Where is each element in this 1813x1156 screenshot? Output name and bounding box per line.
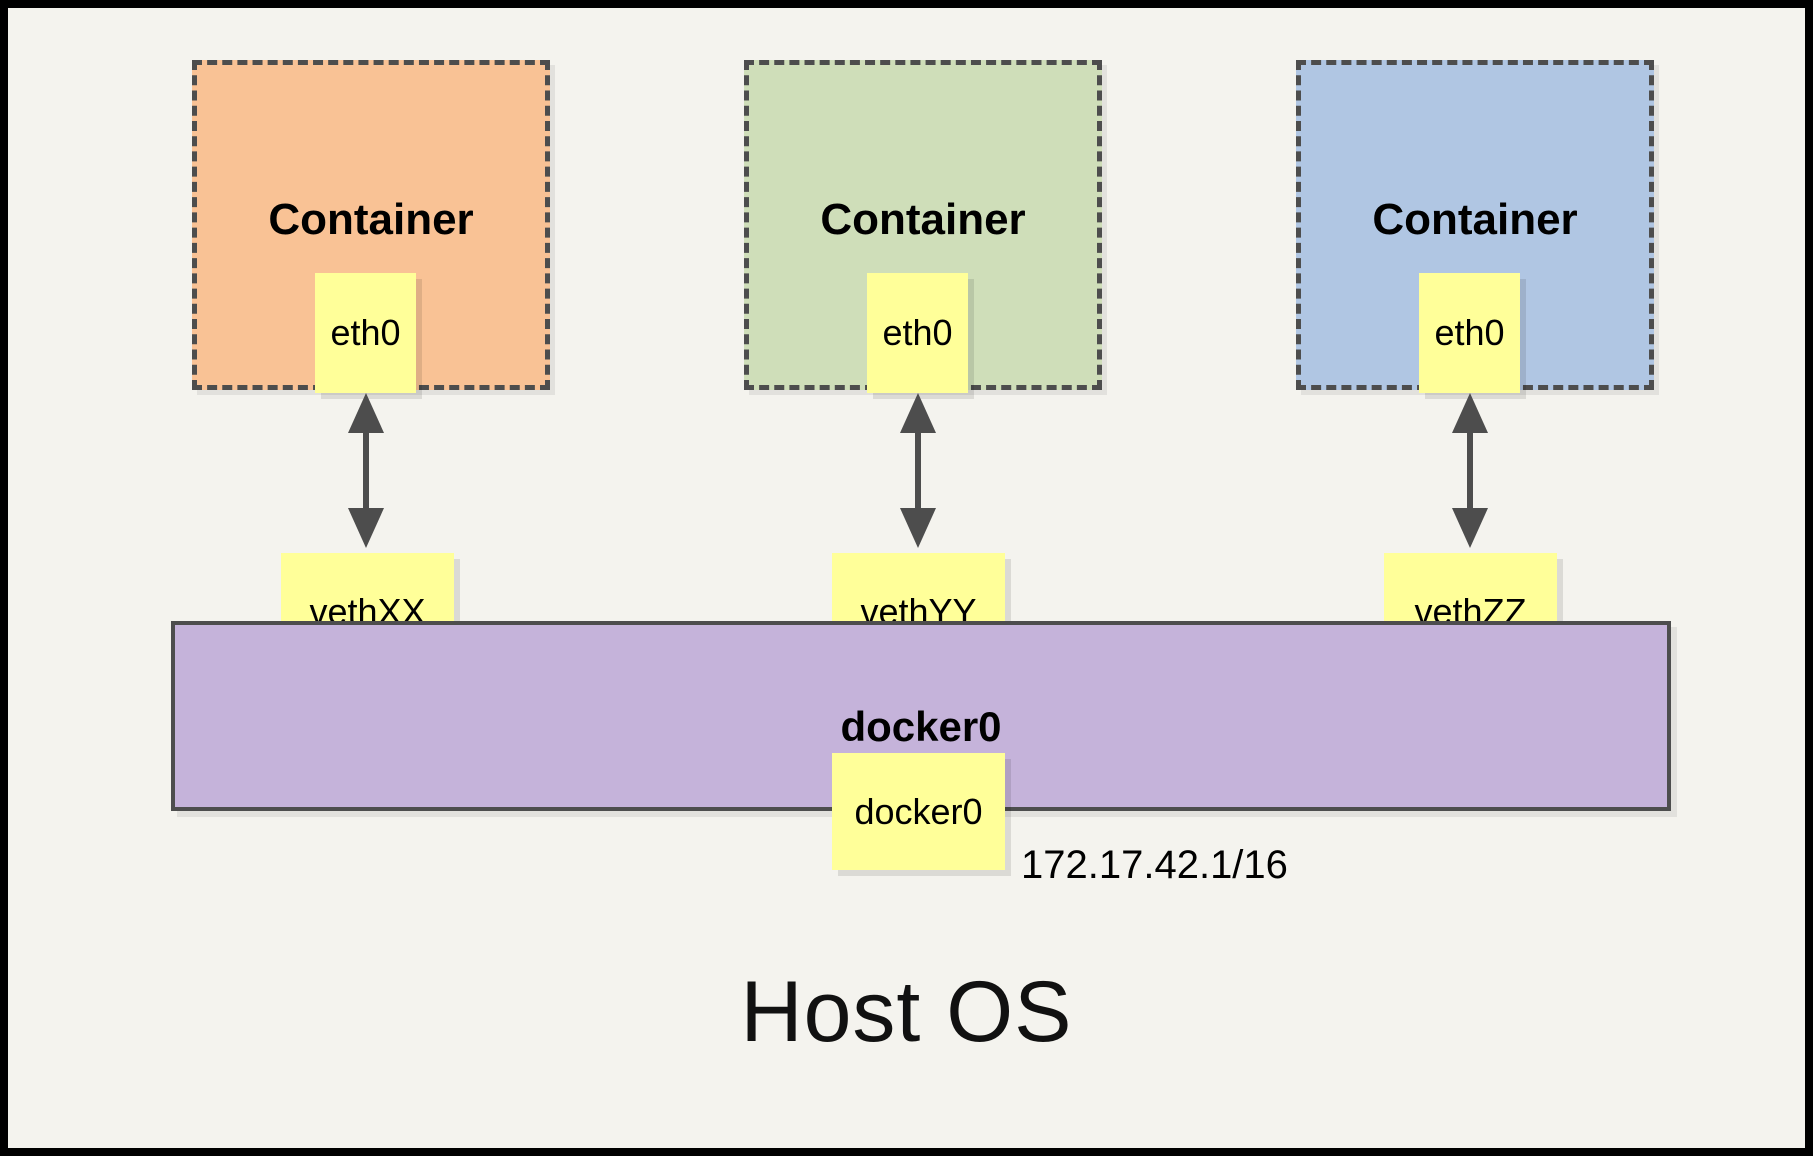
connector-arrow-1 xyxy=(348,393,384,548)
container-title-1: Container xyxy=(268,195,474,244)
connector-arrow-2 xyxy=(900,393,936,548)
eth0-box-2[interactable]: eth0 xyxy=(867,273,968,393)
container-title-3: Container xyxy=(1372,195,1578,244)
eth0-label-2: eth0 xyxy=(882,312,953,353)
eth0-label-3: eth0 xyxy=(1434,312,1505,353)
container-title-2: Container xyxy=(820,195,1026,244)
docker0-ip-label: 172.17.42.1/16 xyxy=(1021,843,1288,887)
eth0-label-1: eth0 xyxy=(330,312,401,353)
docker0-interface-box[interactable]: docker0 xyxy=(832,753,1005,870)
eth0-box-1[interactable]: eth0 xyxy=(315,273,416,393)
docker0-interface-label: docker0 xyxy=(854,790,983,832)
host-os-label: Host OS xyxy=(740,964,1073,1060)
docker0-bridge-label: docker0 xyxy=(840,703,1002,750)
eth0-box-3[interactable]: eth0 xyxy=(1419,273,1520,393)
connector-arrow-3 xyxy=(1452,393,1488,548)
